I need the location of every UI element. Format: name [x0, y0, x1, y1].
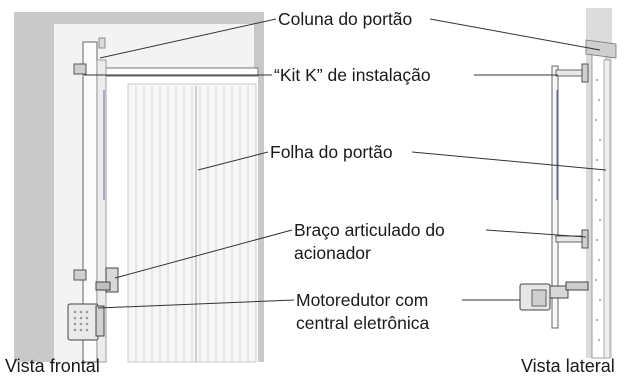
caption-side-view: Vista lateral	[521, 356, 615, 376]
front-gate-leaf	[127, 83, 257, 363]
front-kit-k	[73, 63, 87, 281]
side-view	[519, 8, 617, 359]
side-wall-texture	[595, 79, 601, 341]
caption-front-view: Vista frontal	[5, 356, 100, 376]
label-gate-leaf: Folha do portão	[269, 142, 394, 163]
side-kit-pole	[551, 65, 559, 329]
label-install-kit: “Kit K” de instalação	[273, 65, 432, 86]
front-view	[14, 12, 264, 363]
label-gate-column: Coluna do portão	[277, 9, 414, 30]
label-motor-line2: central eletrônica	[295, 313, 431, 334]
front-gate-frame	[96, 59, 107, 363]
side-motor-unit	[519, 281, 589, 311]
label-motor-line1: Motoredutor com	[295, 290, 430, 311]
label-arm-line1: Braço articulado do	[293, 220, 446, 241]
front-motor-unit	[67, 303, 105, 341]
leader-lines	[84, 18, 607, 309]
label-arm-line2: acionador	[293, 243, 372, 264]
front-articulated-arm	[95, 267, 119, 293]
side-gate-leaf	[603, 59, 611, 359]
side-column-cap	[585, 39, 617, 59]
